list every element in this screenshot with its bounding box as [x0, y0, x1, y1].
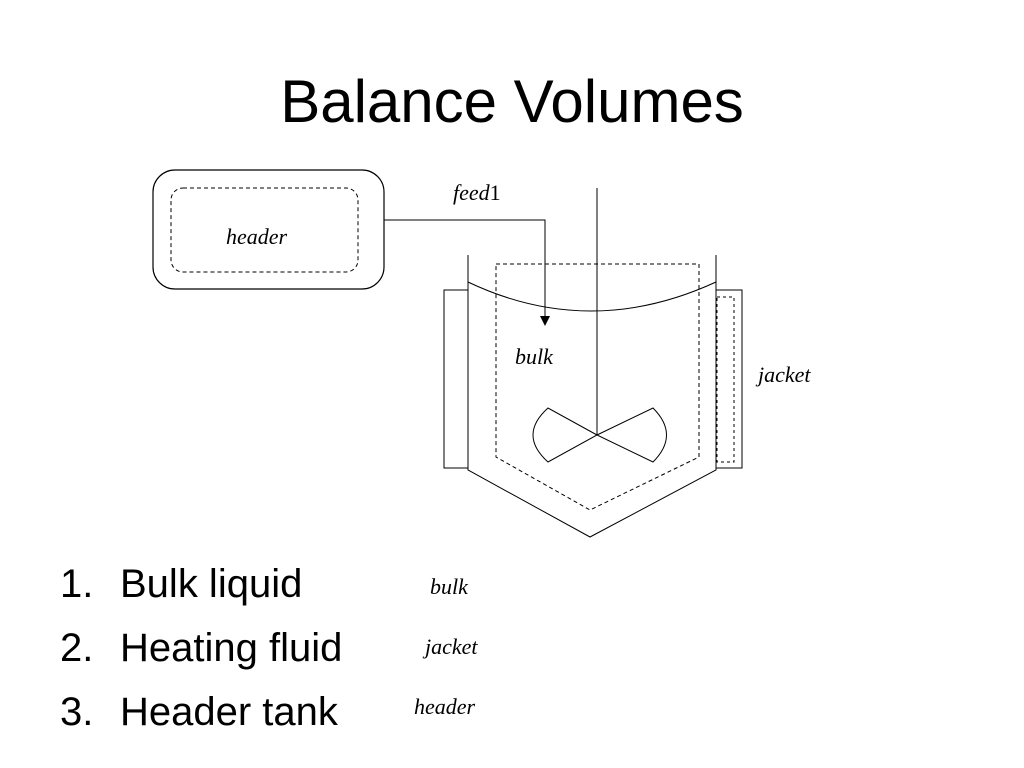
impeller-blade-right	[595, 407, 667, 463]
jacket-right	[715, 289, 743, 469]
list-item-text: Bulk liquid	[120, 561, 303, 606]
feed-pipe	[384, 219, 546, 318]
bulk-label: bulk	[515, 344, 554, 369]
list-item-number: 2.	[60, 625, 94, 670]
list-item: 1. Bulk liquid	[60, 552, 342, 616]
list-item: 2. Heating fluid	[60, 616, 342, 680]
balance-volume-list: 1. Bulk liquid 2. Heating fluid 3. Heade…	[60, 552, 342, 744]
feed-label: feed1	[453, 180, 501, 205]
header-label: header	[226, 224, 288, 249]
bulk-symbol: bulk	[430, 574, 468, 599]
header-symbol: header	[414, 694, 476, 719]
list-item-number: 3.	[60, 689, 94, 734]
feed-arrowhead	[540, 316, 550, 326]
impeller-blade-left	[532, 407, 599, 463]
header-tank	[152, 169, 385, 290]
feed-label-italic: feed	[453, 180, 491, 205]
list-item: 3. Header tank	[60, 680, 342, 744]
jacket-left	[443, 289, 469, 469]
list-item-text: Heating fluid	[120, 625, 343, 670]
jacket-symbol: jacket	[425, 634, 478, 659]
feed-label-index: 1	[490, 180, 501, 205]
bulk-volume	[495, 263, 700, 511]
slide-title: Balance Volumes	[280, 68, 744, 135]
header-tank-volume	[170, 187, 359, 273]
jacket-label: jacket	[755, 362, 811, 387]
list-item-number: 1.	[60, 561, 94, 606]
jacket-volume	[716, 296, 735, 463]
list-item-text: Header tank	[120, 689, 338, 734]
liquid-surface	[467, 281, 717, 312]
